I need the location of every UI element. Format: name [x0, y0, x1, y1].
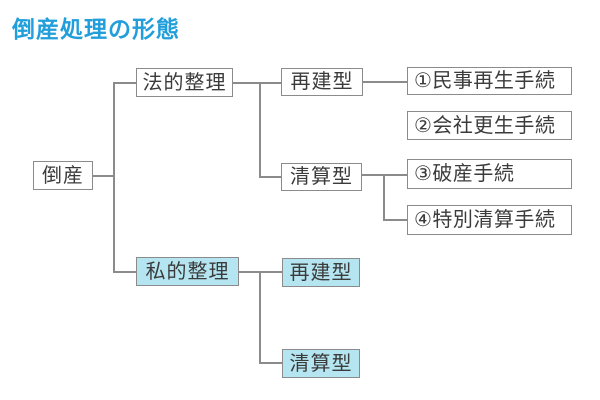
connector-private-vertical: [259, 271, 261, 364]
node-rehabilitation-legal: 再建型: [281, 68, 363, 96]
connector-legal-liquidation: [259, 176, 282, 178]
node-bankruptcy-root: 倒産: [33, 161, 93, 190]
connector-private-liquidation: [259, 362, 283, 364]
connector-root-trunk: [92, 175, 115, 177]
node-bankruptcy-procedure: ③破産手続: [407, 159, 572, 189]
connector-legal-rehab: [233, 82, 282, 84]
page-title: 倒産処理の形態: [12, 16, 180, 42]
node-corporate-reorganization-procedure: ②会社更生手続: [407, 111, 572, 140]
connector-legal-vertical: [259, 82, 261, 177]
connector-liquidation-proc4: [383, 219, 408, 221]
connector-proc34-vertical: [383, 174, 385, 220]
connector-trunk-vertical: [113, 82, 115, 272]
node-liquidation-private: 清算型: [282, 349, 360, 378]
connector-liquidation-proc3: [361, 174, 408, 176]
node-special-liquidation-procedure: ④特別清算手続: [407, 205, 572, 235]
node-rehabilitation-private: 再建型: [282, 258, 360, 287]
node-civil-rehabilitation-procedure: ①民事再生手続: [407, 67, 572, 95]
node-legal-proceedings: 法的整理: [136, 68, 233, 97]
node-private-workout: 私的整理: [136, 257, 239, 286]
connector-private-rehab: [238, 271, 283, 273]
node-liquidation-legal: 清算型: [281, 163, 362, 191]
connector-trunk-legal: [113, 82, 137, 84]
connector-rehab-proc1: [362, 81, 408, 83]
connector-trunk-private: [113, 271, 137, 273]
